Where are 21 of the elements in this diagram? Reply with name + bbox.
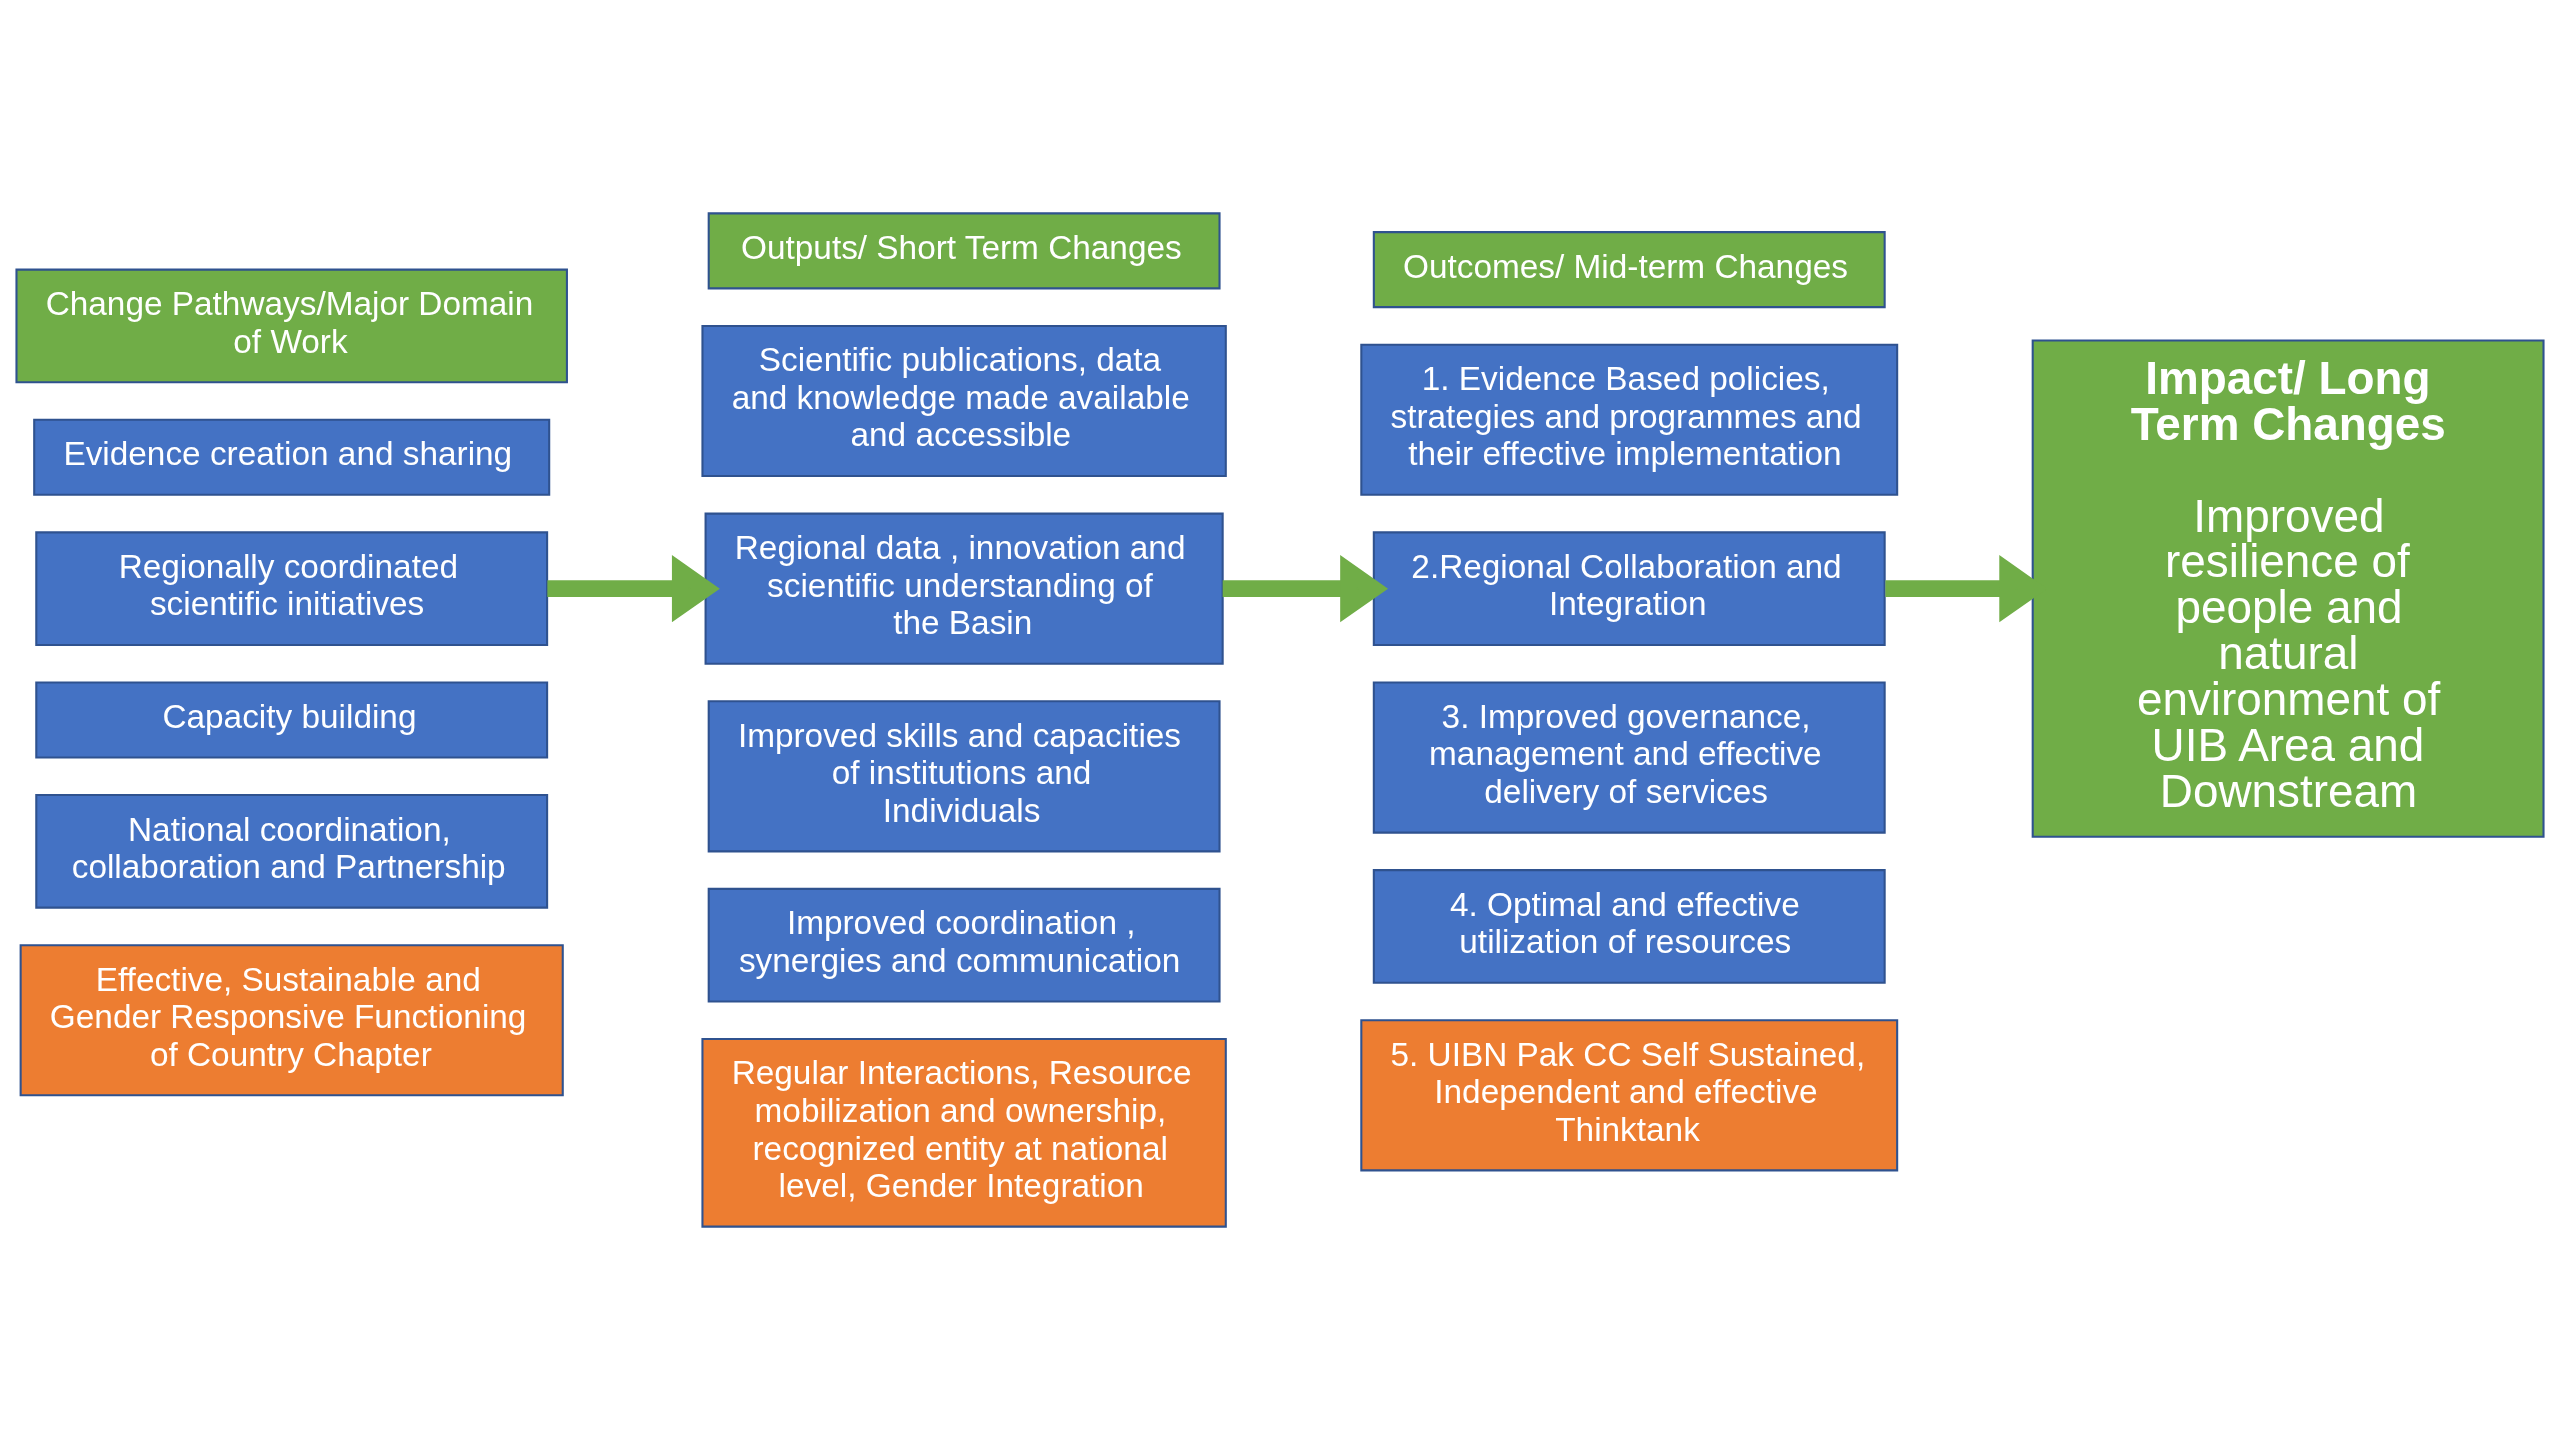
node-box: Impact/ Long Term Changes Improved resilience of people and natural environment of UIB Area and Downstream <box>2031 339 2545 838</box>
node-box: Regionally coordinated scientific initiatives <box>35 531 549 646</box>
node-box: Regional data , innovation and scientific understanding of the Basin <box>704 512 1224 665</box>
node-box: Outcomes/ Mid-term Changes <box>1372 231 1886 309</box>
node-box: 1. Evidence Based policies, strategies and programmes and their effective implementation <box>1360 343 1899 496</box>
node-box: 5. UIBN Pak CC Self Sustained, Independent and effective Thinktank <box>1360 1019 1899 1172</box>
node-box: Improved skills and capacities of institutions and Individuals <box>707 700 1221 853</box>
node-box: Change Pathways/Major Domain of Work <box>15 268 568 384</box>
node-box: Evidence creation and sharing <box>33 418 551 496</box>
node-box: Capacity building <box>35 681 549 759</box>
node-box: National coordination, collaboration and Partnership <box>35 794 549 909</box>
node-box: Effective, Sustainable and Gender Responsive Functioning of Country Chapter <box>19 944 564 1097</box>
arrow <box>1222 555 1389 623</box>
arrow <box>547 555 720 623</box>
node-box: 2.Regional Collaboration and Integration <box>1372 531 1886 646</box>
node-box: 3. Improved governance, management and effective delivery of services <box>1372 681 1886 834</box>
node-box: Outputs/ Short Term Changes <box>707 212 1221 290</box>
node-box: Improved coordination , synergies and communication <box>707 887 1221 1003</box>
node-box: Regular Interactions, Resource mobilization and ownership, recognized entity at national level, Gender Integration <box>701 1037 1227 1228</box>
node-box: 4. Optimal and effective utilization of resources <box>1372 869 1886 984</box>
node-box: Scientific publications, data and knowledge made available and accessible <box>701 324 1227 478</box>
